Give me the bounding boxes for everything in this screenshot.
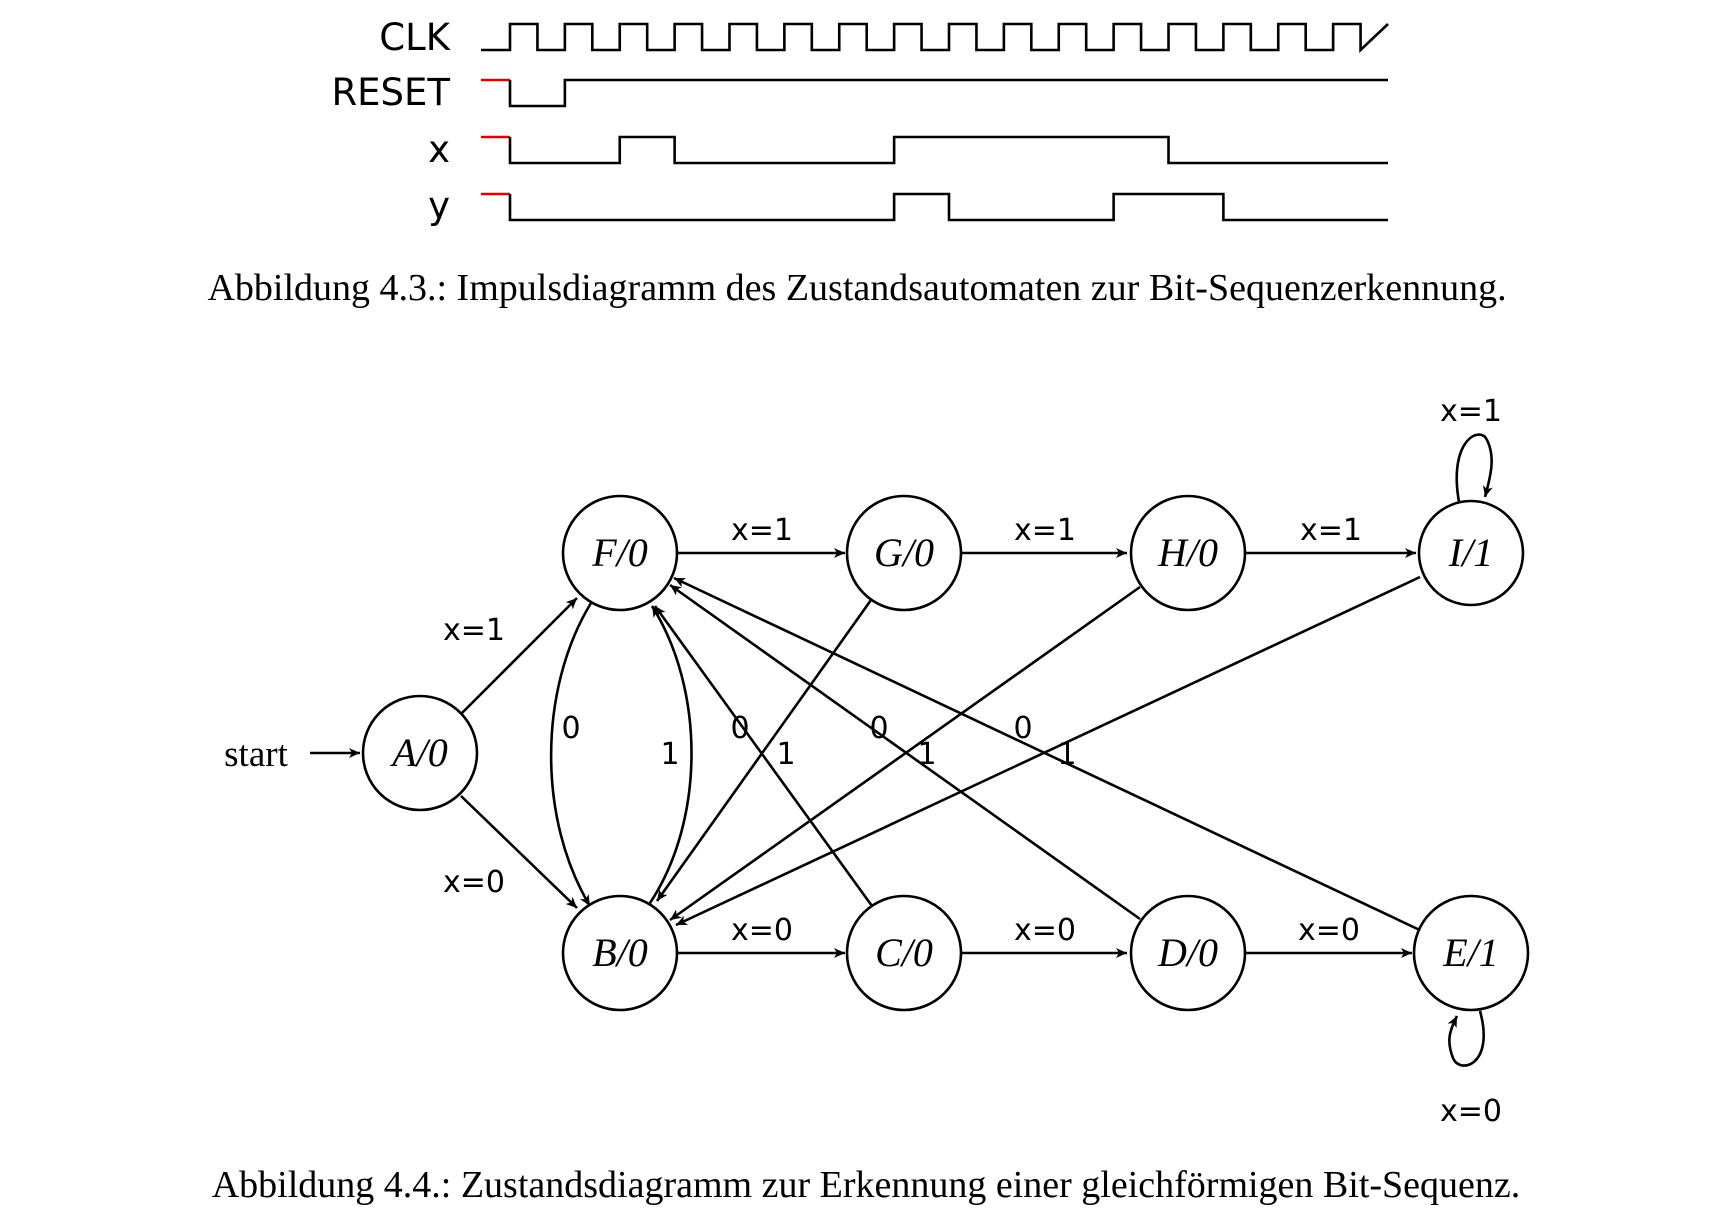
- state-label-e: E/1: [1442, 930, 1499, 975]
- edge-a-b: [460, 795, 578, 909]
- state-e: E/1: [1412, 894, 1530, 1012]
- edge-g-b: [655, 599, 873, 902]
- edge-e-f: [673, 576, 1425, 934]
- timing-diagram: CLK RESET x y Abbildung 4.3.: Impulsdiag…: [207, 16, 1506, 309]
- clk-waveform: [481, 22, 1389, 54]
- state-label-a: A/0: [389, 730, 448, 775]
- state-label-b: B/0: [592, 930, 648, 975]
- edge-label-a-b: x=0: [443, 865, 505, 900]
- edge-i-loop: [1455, 433, 1493, 503]
- edge-a-f: [460, 597, 578, 715]
- state-label-i: I/1: [1448, 530, 1493, 575]
- state-label-c: C/0: [875, 930, 933, 975]
- state-i: I/1: [1417, 499, 1525, 607]
- state-label-h: H/0: [1157, 530, 1218, 575]
- edge-label-h-b: 0: [869, 711, 888, 746]
- edge-label-g-b: 0: [730, 711, 749, 746]
- state-label-d: D/0: [1157, 930, 1218, 975]
- edge-b-f: [648, 605, 693, 904]
- edge-label-b-f: 1: [660, 737, 679, 772]
- edge-label-d-f: 1: [917, 737, 936, 772]
- edge-label-i-loop: x=1: [1440, 394, 1502, 429]
- edge-label-b-c: x=0: [731, 913, 793, 948]
- edge-label-h-i: x=1: [1300, 513, 1362, 548]
- edge-label-e-loop: x=0: [1440, 1094, 1502, 1129]
- state-c: C/0: [845, 894, 963, 1012]
- state-a: A/0: [361, 694, 479, 812]
- state-d: D/0: [1129, 894, 1247, 1012]
- state-h: H/0: [1129, 494, 1247, 612]
- state-f: F/0: [561, 494, 679, 612]
- edge-label-f-g: x=1: [731, 513, 793, 548]
- state-label-f: F/0: [591, 530, 648, 575]
- edge-c-f: [653, 605, 874, 907]
- edge-h-b: [669, 585, 1141, 922]
- state-b: B/0: [561, 894, 679, 1012]
- edge-label-f-b: 0: [561, 711, 580, 746]
- timing-caption: Abbildung 4.3.: Impulsdiagramm des Zusta…: [207, 267, 1506, 309]
- start-label: start: [224, 734, 288, 775]
- y-waveform: [508, 192, 1388, 222]
- signal-label-reset: RESET: [331, 71, 450, 114]
- edge-i-b: [675, 575, 1421, 927]
- edge-label-c-d: x=0: [1014, 913, 1076, 948]
- edge-label-i-b: 0: [1013, 711, 1032, 746]
- state-label-g: G/0: [874, 530, 934, 575]
- edge-label-a-f: x=1: [443, 613, 505, 648]
- edge-label-g-h: x=1: [1014, 513, 1076, 548]
- signal-label-y: y: [428, 184, 450, 227]
- edge-f-b: [549, 602, 593, 907]
- x-waveform: [508, 135, 1388, 165]
- state-diagram: start x=1 x=1 x=1 x=1 x=0 x=0 x=0 x=0 x=…: [212, 394, 1530, 1206]
- signal-label-x: x: [428, 128, 450, 171]
- edge-label-c-f: 1: [776, 737, 795, 772]
- reset-waveform: [508, 78, 1388, 108]
- state-g: G/0: [845, 494, 963, 612]
- edge-e-loop: [1447, 1010, 1485, 1067]
- edge-label-d-e: x=0: [1298, 913, 1360, 948]
- state-caption: Abbildung 4.4.: Zustandsdiagramm zur Erk…: [212, 1164, 1521, 1206]
- signal-label-clk: CLK: [379, 16, 451, 59]
